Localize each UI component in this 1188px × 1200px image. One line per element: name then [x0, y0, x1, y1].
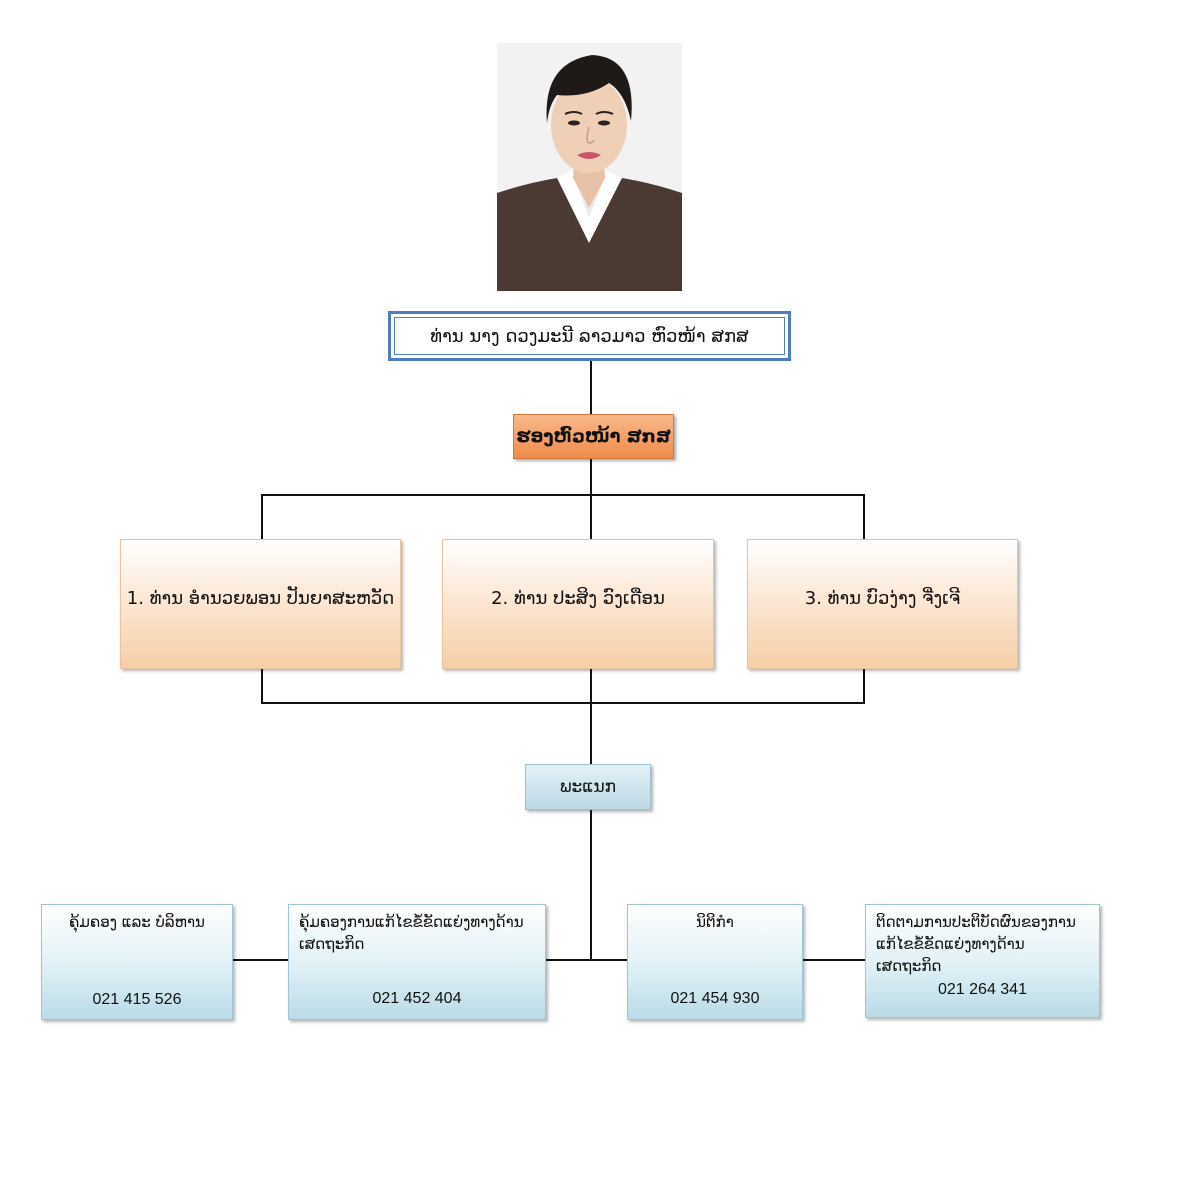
connector-left-rise	[261, 669, 263, 703]
department-box: ພະແນກ	[525, 764, 651, 810]
deputy-name-3: 3. ທ່ານ ບົວງ່າງ ຈີ່ງເຈີ	[804, 587, 961, 609]
connector-center-rise	[590, 669, 592, 764]
deputy-name-2: 2. ທ່ານ ປະສິງ ວົງເດືອນ	[491, 587, 665, 609]
head-title-box: ທ່ານ ນາງ ດວງມະນີ ລາວມາວ ຫົວໜ້າ ສກສ	[388, 311, 791, 361]
connector-unit-bar-right	[803, 959, 865, 961]
connector-deputy-down	[590, 459, 592, 539]
unit-box-3: ນິຕິກໍາ 021 454 930	[627, 904, 803, 1020]
connector-left-drop	[261, 494, 263, 539]
portrait-photo	[497, 43, 682, 291]
connector-unit-bar-mid	[546, 959, 627, 961]
connector-bottom-bar	[261, 702, 865, 704]
connector-right-rise	[863, 669, 865, 703]
unit-box-4: ຕິດຕາມການປະຕິບັດຜົນຂອງການແກ້ໄຂຂໍ້ຂັດແຍ່ງ…	[865, 904, 1100, 1018]
unit-title-1: ຄຸ້ມຄອງ ແລະ ບໍລິຫານ	[69, 913, 205, 931]
unit-title-3: ນິຕິກໍາ	[696, 913, 734, 931]
unit-phone-4: 021 264 341	[938, 981, 1027, 998]
connector-head-to-deputy	[590, 361, 592, 414]
unit-title-2: ຄຸ້ມຄອງການແກ້ໄຂຂໍ້ຂັດແຍ່ງທາງດ້ານເສດຖະກິດ	[299, 913, 524, 953]
deputy-box-2: 2. ທ່ານ ປະສິງ ວົງເດືອນ	[442, 539, 714, 669]
unit-phone-3: 021 454 930	[670, 990, 760, 1007]
connector-right-drop	[863, 494, 865, 539]
unit-box-2: ຄຸ້ມຄອງການແກ້ໄຂຂໍ້ຂັດແຍ່ງທາງດ້ານເສດຖະກິດ…	[288, 904, 546, 1020]
deputy-name-1: 1. ທ່ານ ອໍານວຍພອນ ປັນຍາສະຫວັດ	[126, 587, 395, 609]
unit-box-1: ຄຸ້ມຄອງ ແລະ ບໍລິຫານ 021 415 526	[41, 904, 233, 1020]
unit-phone-1: 021 415 526	[92, 991, 182, 1008]
connector-top-bar	[261, 494, 865, 496]
unit-title-4: ຕິດຕາມການປະຕິບັດຜົນຂອງການແກ້ໄຂຂໍ້ຂັດແຍ່ງ…	[876, 913, 1076, 975]
deputy-head-box: ຮອງຫົວໜ້າ ສກສ	[513, 414, 674, 459]
unit-phone-2: 021 452 404	[372, 990, 462, 1007]
deputy-box-1: 1. ທ່ານ ອໍານວຍພອນ ປັນຍາສະຫວັດ	[120, 539, 401, 669]
head-title: ທ່ານ ນາງ ດວງມະນີ ລາວມາວ ຫົວໜ້າ ສກສ	[394, 317, 785, 355]
connector-dept-down	[590, 810, 592, 960]
deputy-box-3: 3. ທ່ານ ບົວງ່າງ ຈີ່ງເຈີ	[747, 539, 1018, 669]
connector-unit-bar-left	[233, 959, 288, 961]
